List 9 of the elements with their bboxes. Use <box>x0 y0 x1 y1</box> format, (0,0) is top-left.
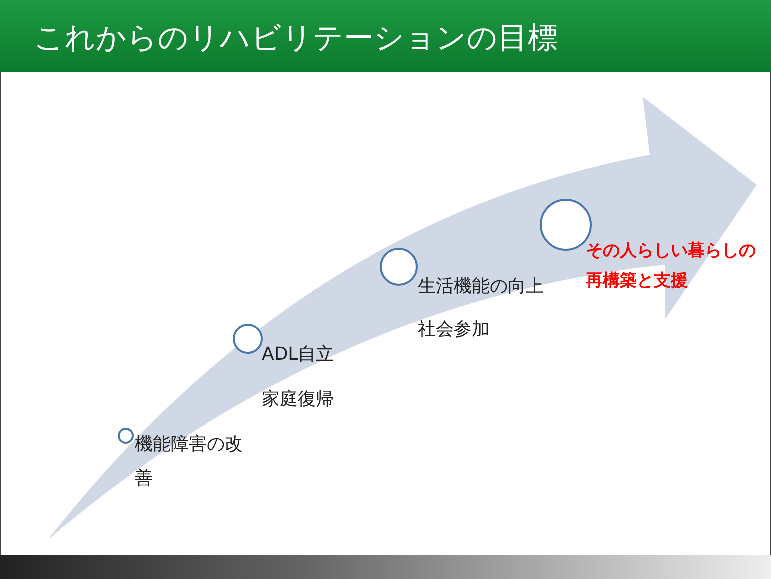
milestone-label: 社会参加 <box>418 318 491 342</box>
milestone-label: ADL自立 <box>262 343 336 367</box>
goal-label: その人らしい暮らしの再構築と支援 <box>586 240 756 293</box>
milestone-circle <box>233 324 263 354</box>
milestone-label: 生活機能の向上 <box>418 275 545 299</box>
slide-title: これからのリハビリテーションの目標 <box>34 20 558 58</box>
milestone-label: 家庭復帰 <box>262 388 335 412</box>
milestone-circle <box>118 428 134 444</box>
milestone-label: 機能障害の改善 <box>135 433 244 491</box>
